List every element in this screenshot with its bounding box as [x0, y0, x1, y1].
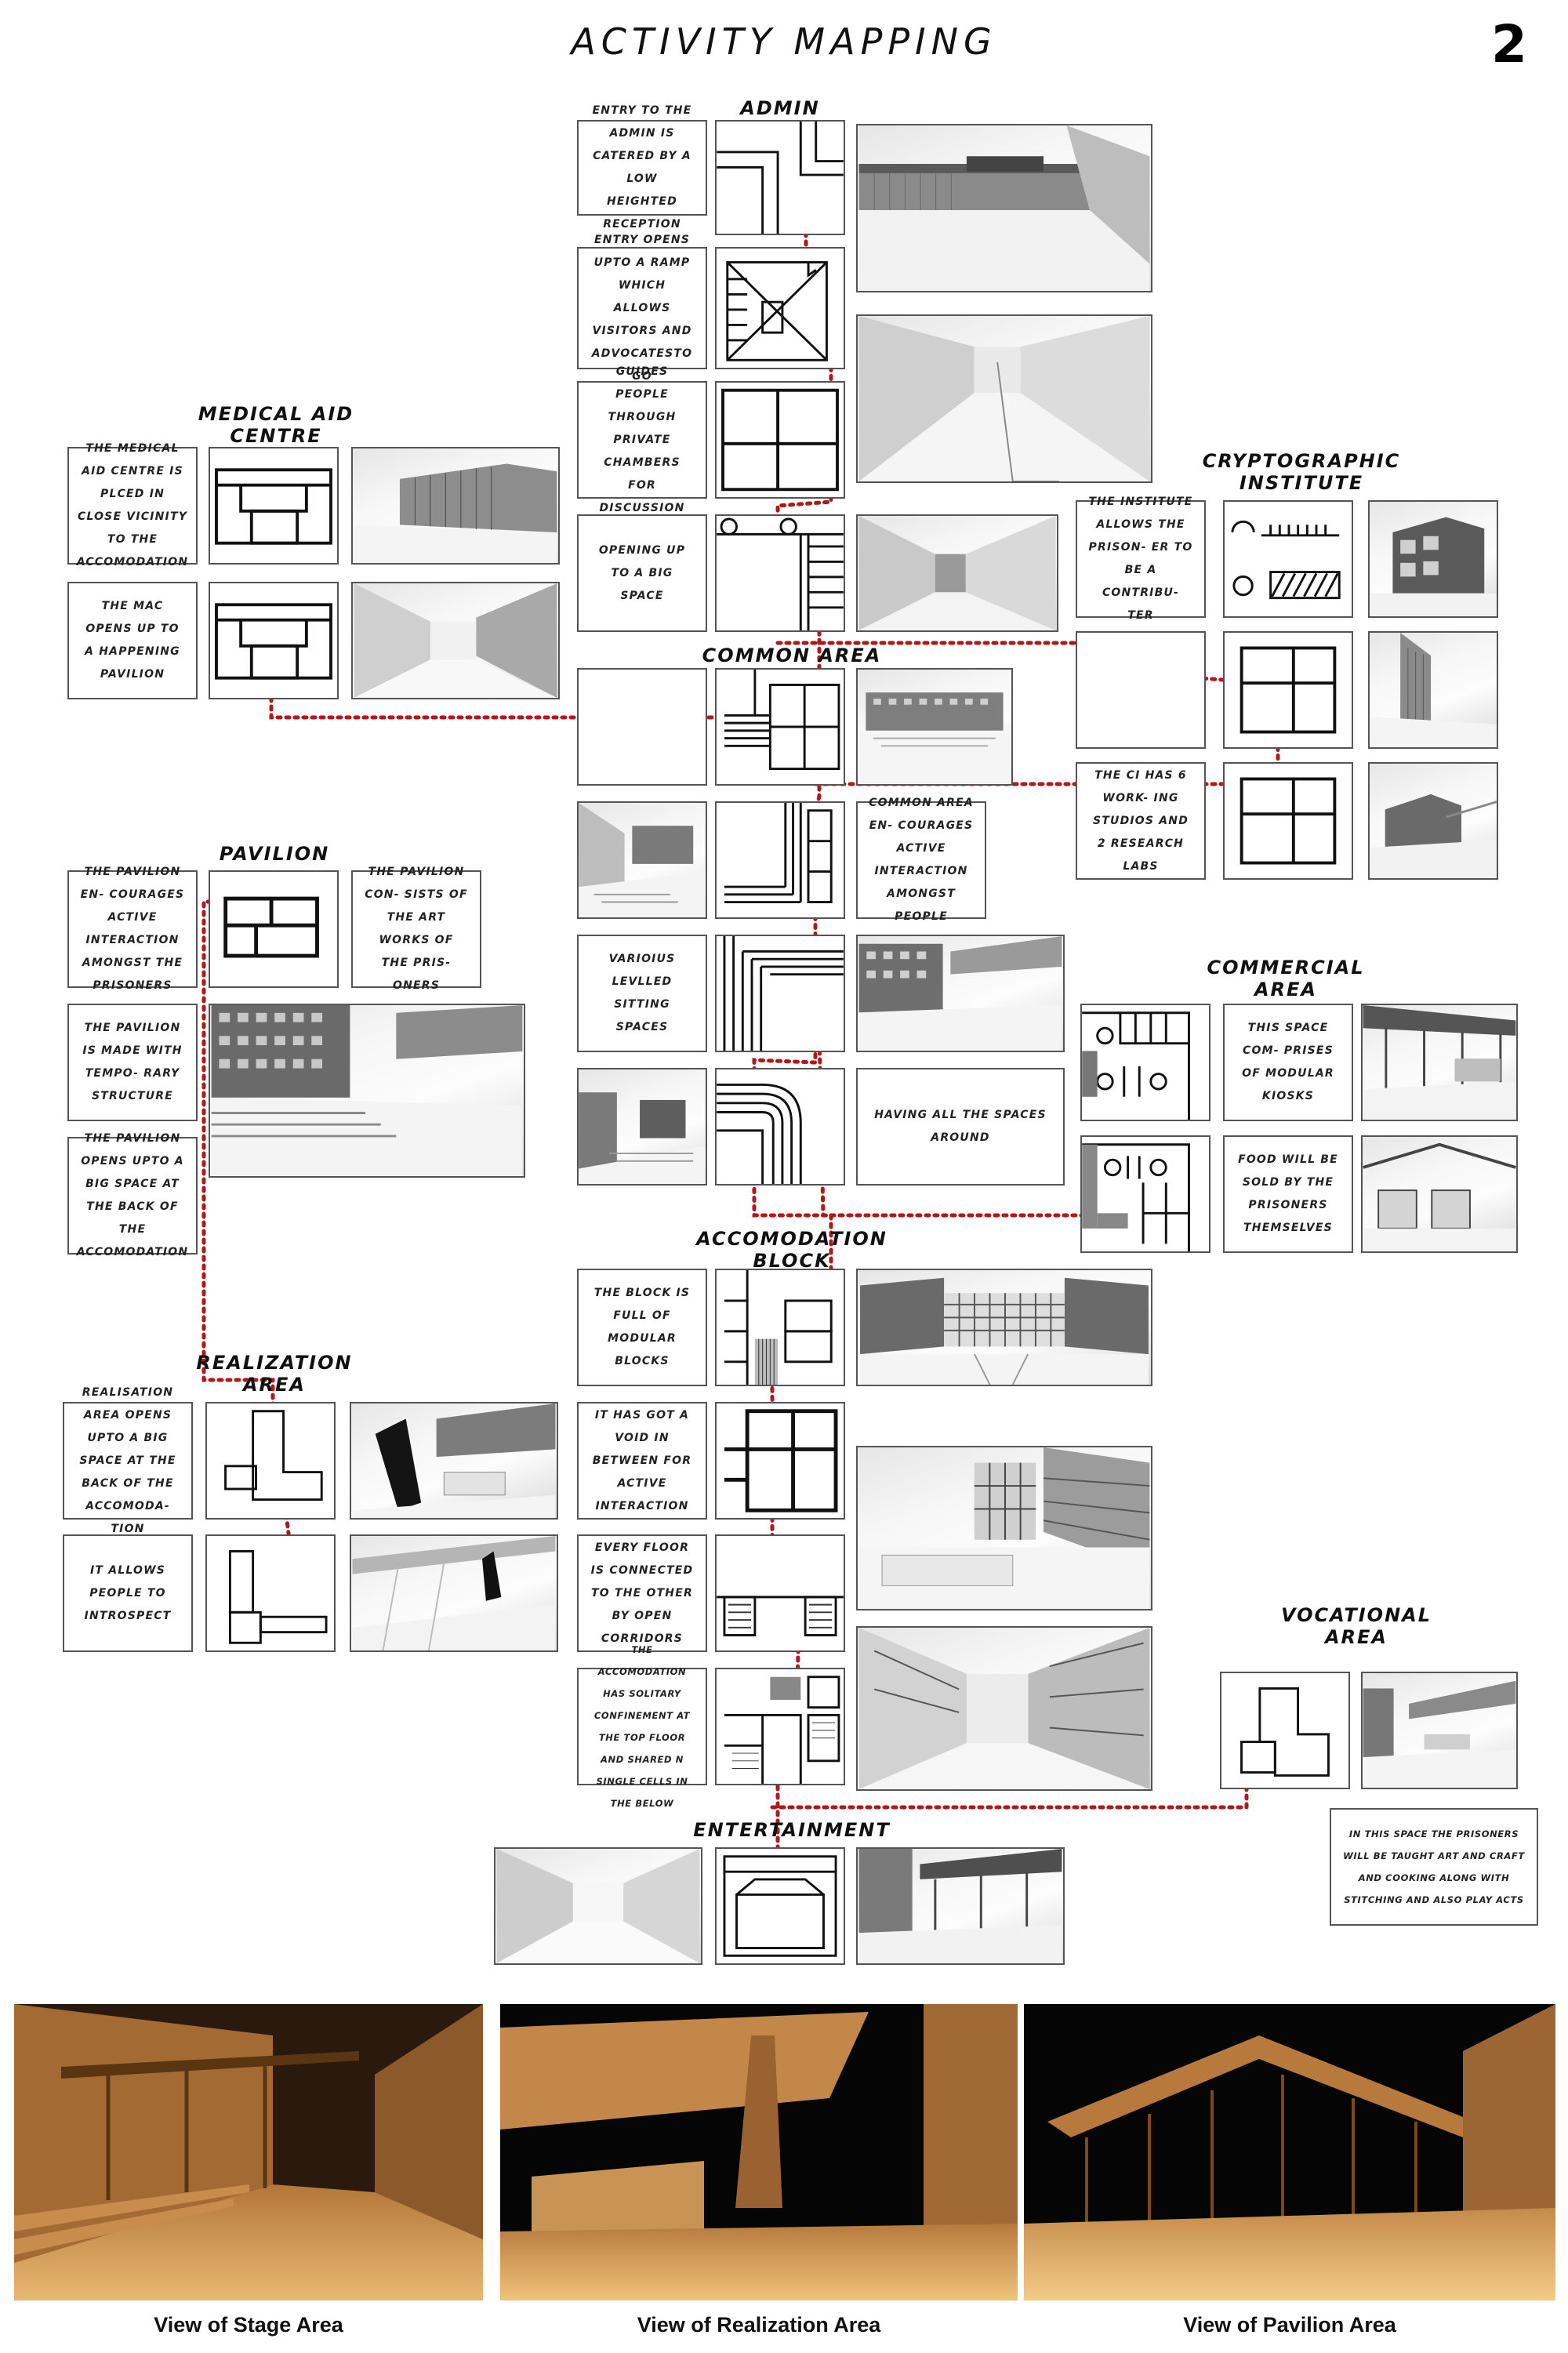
- view-stage-photo: [14, 2004, 483, 2300]
- pavilion-heading: PAVILION: [219, 843, 330, 865]
- common-empty-box: [577, 668, 707, 786]
- vocational-note-1: IN THIS SPACE THE PRISONERS WILL BE TAUG…: [1330, 1808, 1538, 1926]
- accomodation-render-3: [856, 1626, 1152, 1791]
- admin-render-3: [856, 514, 1058, 632]
- pavilion-render-1: [209, 1004, 525, 1178]
- entertainment-render-2: [856, 1847, 1065, 1965]
- vocational-render-1: [1361, 1672, 1518, 1789]
- crypto-note-1: THE INSTITUTE ALLOWS THE PRISON- ER TO B…: [1076, 496, 1206, 622]
- crypto-render-1: [1368, 500, 1498, 618]
- medical-render-2: [351, 582, 560, 699]
- crypto-plan-2: [1223, 631, 1353, 749]
- accomodation-plan-1: [715, 1269, 845, 1386]
- accomodation-plan-4: [715, 1668, 845, 1785]
- commercial-note-2: FOOD WILL BE SOLD BY THE PRISONERS THEMS…: [1223, 1135, 1353, 1253]
- commercial-plan-1: [1080, 1004, 1210, 1121]
- realization-note-2: IT ALLOWS PEOPLE TO INTROSPECT: [63, 1534, 193, 1652]
- common-plan-1: [715, 668, 845, 786]
- admin-note-4: OPENING UP TO A BIG SPACE: [577, 514, 707, 632]
- crypto-plan-1: [1223, 500, 1353, 618]
- realization-render-2: [350, 1534, 558, 1652]
- realization-plan-2: [205, 1534, 336, 1652]
- accomodation-render-2: [856, 1446, 1152, 1610]
- vocational-heading: VOCATIONAL AREA: [1280, 1604, 1432, 1648]
- entertainment-render-1: [494, 1847, 702, 1965]
- admin-render-2: [856, 314, 1152, 483]
- accomodation-note-1: THE BLOCK IS FULL OF MODULAR BLOCKS: [577, 1269, 707, 1386]
- pavilion-plan-1: [209, 870, 339, 988]
- accomodation-plan-3: [715, 1534, 845, 1652]
- accomodation-render-1: [856, 1269, 1152, 1386]
- crypto-render-3: [1368, 762, 1498, 880]
- realization-heading: REALIZATION AREA: [196, 1352, 353, 1396]
- common-note-2: VARIOIUS LEVLLED SITTING SPACES: [577, 935, 707, 1052]
- admin-plan-2: [715, 247, 845, 369]
- accomodation-heading: ACCOMODATION BLOCK: [696, 1228, 887, 1272]
- common-note-1: COMMON AREA EN- COURAGES ACTIVE INTERACT…: [856, 797, 986, 923]
- crypto-render-2: [1368, 631, 1498, 749]
- crypto-heading: CRYPTOGRAPHIC INSTITUTE: [1202, 450, 1401, 494]
- pavilion-note-2: THE PAVILION CON- SISTS OF THE ART WORKS…: [351, 866, 481, 992]
- commercial-plan-2: [1080, 1135, 1210, 1253]
- common-heading: COMMON AREA: [702, 645, 882, 666]
- medical-render-1: [351, 447, 560, 565]
- admin-plan-1: [715, 120, 845, 235]
- medical-heading: MEDICAL AID CENTRE: [198, 403, 354, 447]
- realization-plan-1: [205, 1402, 336, 1520]
- admin-note-1: ENTRY TO THE ADMIN IS CATERED BY A LOW H…: [577, 104, 707, 231]
- admin-render-1: [856, 124, 1152, 292]
- common-note-3: HAVING ALL THE SPACES AROUND: [856, 1068, 1065, 1186]
- medical-note-1: THE MEDICAL AID CENTRE IS PLCED IN CLOSE…: [67, 442, 198, 568]
- common-plan-3: [715, 935, 845, 1052]
- view-stage-caption: View of Stage Area: [154, 2313, 343, 2337]
- sheet-number: 2: [1491, 14, 1527, 74]
- commercial-render-2: [1361, 1135, 1518, 1253]
- entertainment-plan-1: [715, 1847, 845, 1965]
- common-render-1: [856, 668, 1013, 786]
- admin-note-3: GUIDES PEOPLE THROUGH PRIVATE CHAMBERS F…: [577, 365, 707, 514]
- medical-plan-2: [209, 582, 339, 699]
- crypto-note-2: THE CI HAS 6 WORK- ING STUDIOS AND 2 RES…: [1076, 762, 1206, 880]
- accomodation-note-4: THE ACCOMODATION HAS SOLITARY CONFINEMEN…: [577, 1644, 707, 1809]
- medical-plan-1: [209, 447, 339, 565]
- common-render-2: [577, 801, 707, 919]
- realization-note-1: REALISATION AREA OPENS UPTO A BIG SPACE …: [63, 1386, 193, 1535]
- accomodation-plan-2: [715, 1402, 845, 1520]
- common-render-3: [856, 935, 1065, 1052]
- accomodation-note-3: EVERY FLOOR IS CONNECTED TO THE OTHER BY…: [577, 1534, 707, 1652]
- view-realization-caption: View of Realization Area: [637, 2313, 881, 2337]
- commercial-heading: COMMERCIAL AREA: [1207, 957, 1365, 1000]
- view-pavilion-photo: [1024, 2004, 1555, 2300]
- common-plan-2: [715, 801, 845, 919]
- vocational-plan-1: [1220, 1672, 1350, 1789]
- medical-note-2: THE MAC OPENS UP TO A HAPPENING PAVILION: [67, 582, 198, 699]
- admin-note-2: ENTRY OPENS UPTO A RAMP WHICH ALLOWS VIS…: [577, 234, 707, 383]
- page-title: ACTIVITY MAPPING: [571, 20, 997, 63]
- view-realization-photo: [500, 2004, 1018, 2300]
- admin-plan-3: [715, 381, 845, 499]
- commercial-render-1: [1361, 1004, 1518, 1121]
- admin-heading: ADMIN: [740, 97, 820, 119]
- crypto-empty-box: [1076, 631, 1206, 749]
- commercial-note-1: THIS SPACE COM- PRISES OF MODULAR KIOSKS: [1223, 1004, 1353, 1121]
- pavilion-note-1: THE PAVILION EN- COURAGES ACTIVE INTERAC…: [67, 866, 198, 992]
- crypto-plan-3: [1223, 762, 1353, 880]
- entertainment-heading: ENTERTAINMENT: [693, 1819, 891, 1841]
- pavilion-note-4: THE PAVILION OPENS UPTO A BIG SPACE AT T…: [67, 1132, 198, 1258]
- admin-plan-4: [715, 514, 845, 632]
- pavilion-note-3: THE PAVILION IS MADE WITH TEMPO- RARY ST…: [67, 1004, 198, 1121]
- common-render-4: [577, 1068, 707, 1186]
- accomodation-note-2: IT HAS GOT A VOID IN BETWEEN FOR ACTIVE …: [577, 1402, 707, 1520]
- view-pavilion-caption: View of Pavilion Area: [1183, 2313, 1396, 2337]
- realization-render-1: [350, 1402, 558, 1520]
- common-plan-4: [715, 1068, 845, 1186]
